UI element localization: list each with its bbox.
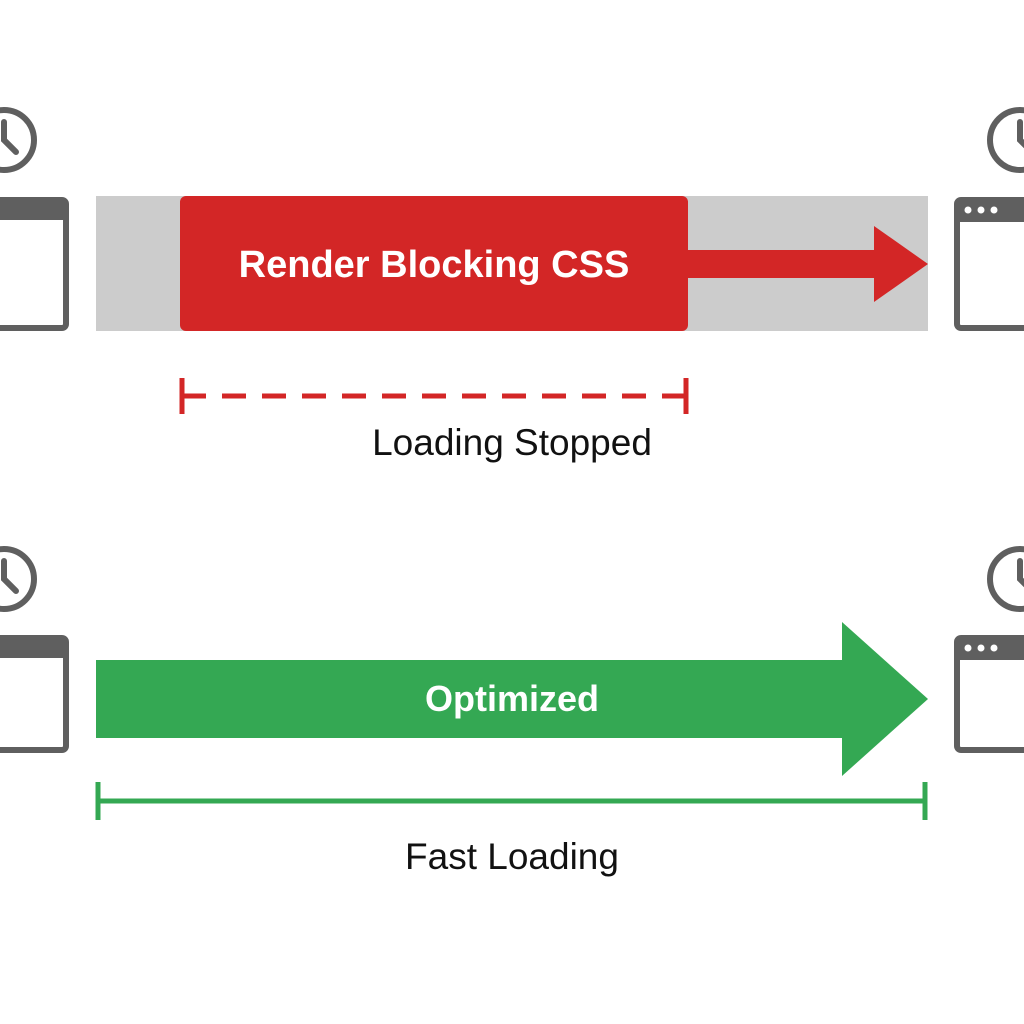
browser-window-icon	[0, 635, 69, 753]
blocking-row: Render Blocking CSS Loading Stopped	[0, 107, 1024, 463]
optimized-row: Optimized Fast Loading	[0, 546, 1024, 877]
browser-window-icon	[954, 635, 1024, 753]
loading-stopped-caption: Loading Stopped	[372, 422, 652, 463]
render-blocking-label: Render Blocking CSS	[239, 244, 630, 286]
loading-stopped-bracket	[179, 378, 689, 414]
clock-icon	[987, 546, 1024, 612]
optimized-arrow	[96, 622, 928, 776]
fast-loading-bracket	[95, 782, 928, 820]
clock-icon	[987, 107, 1024, 173]
render-blocking-block	[180, 196, 688, 331]
clock-icon	[0, 546, 37, 612]
fast-loading-caption: Fast Loading	[405, 836, 619, 877]
optimized-label: Optimized	[425, 678, 599, 719]
browser-window-icon	[0, 197, 69, 331]
clock-icon	[0, 107, 37, 173]
blocking-arrow	[680, 226, 928, 302]
browser-window-icon	[954, 197, 1024, 331]
